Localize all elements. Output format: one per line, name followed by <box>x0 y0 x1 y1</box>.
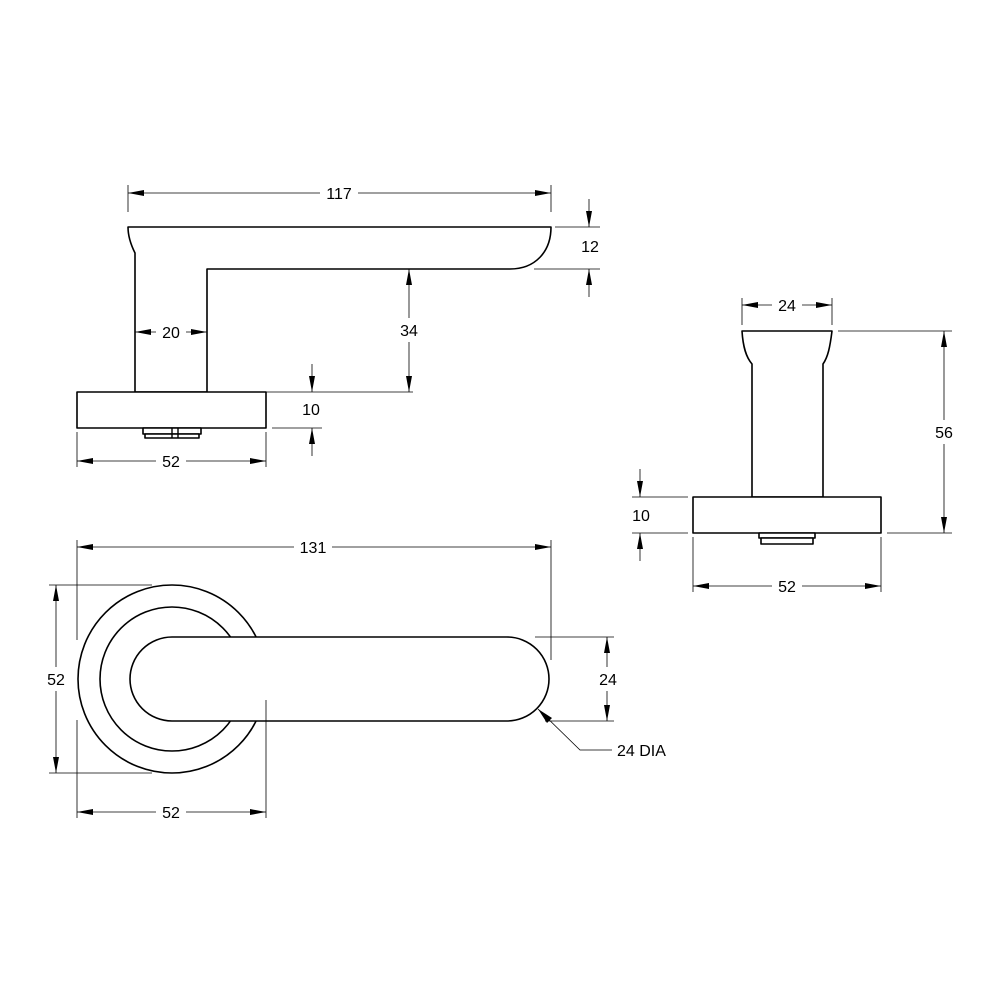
dim-end-grip-width-label: 24 <box>778 298 796 315</box>
dim-side-neck-width-label: 20 <box>162 325 180 342</box>
dim-end-rose-width-label: 52 <box>778 579 796 596</box>
dim-plan-tip-label: 24 DIA <box>617 743 666 760</box>
dim-plan-rose-width-label: 52 <box>162 805 180 822</box>
plan-view: 131 52 52 <box>42 536 666 823</box>
dim-end-rose-thickness: 10 <box>632 469 688 561</box>
dim-plan-length: 131 <box>76 536 552 660</box>
dim-side-rose-thickness-label: 10 <box>302 402 320 419</box>
end-grip <box>741 330 833 498</box>
dim-end-height-label: 56 <box>935 425 953 442</box>
end-rose <box>692 496 882 534</box>
side-rose <box>76 391 267 429</box>
dim-plan-grip-height-label: 24 <box>599 672 617 689</box>
dim-plan-grip-height: 24 <box>535 636 622 722</box>
dim-side-rose-width: 52 <box>76 432 267 472</box>
side-view: 117 12 20 34 <box>76 182 600 472</box>
side-fixing-clip <box>142 427 202 439</box>
dim-side-rose-width-label: 52 <box>162 454 180 471</box>
dim-plan-tip-leader: 24 DIA <box>537 708 666 760</box>
dim-end-rose-thickness-label: 10 <box>632 508 650 525</box>
dim-side-projection-label: 34 <box>400 323 418 340</box>
dim-side-neck-width: 20 <box>135 321 207 343</box>
dim-end-rose-width: 52 <box>692 537 882 597</box>
dim-side-rose-thickness: 10 <box>272 364 322 456</box>
end-view: 24 56 10 <box>632 294 958 597</box>
end-fixing-clip <box>758 532 816 545</box>
dim-side-length-label: 117 <box>326 186 352 203</box>
dim-side-length: 117 <box>127 182 552 212</box>
dim-side-projection: 34 <box>266 269 422 393</box>
dim-side-thickness: 12 <box>534 199 600 297</box>
dim-plan-length-label: 131 <box>300 540 327 557</box>
dim-side-thickness-label: 12 <box>581 239 599 256</box>
side-lever-body <box>127 226 552 393</box>
dim-plan-rose-height: 52 <box>42 584 152 774</box>
dim-plan-rose-width: 52 <box>76 700 267 823</box>
dim-end-grip-width: 24 <box>741 294 833 325</box>
plan-lever-grip <box>129 636 550 722</box>
dim-plan-rose-height-label: 52 <box>47 672 65 689</box>
dim-end-height: 56 <box>838 330 958 534</box>
